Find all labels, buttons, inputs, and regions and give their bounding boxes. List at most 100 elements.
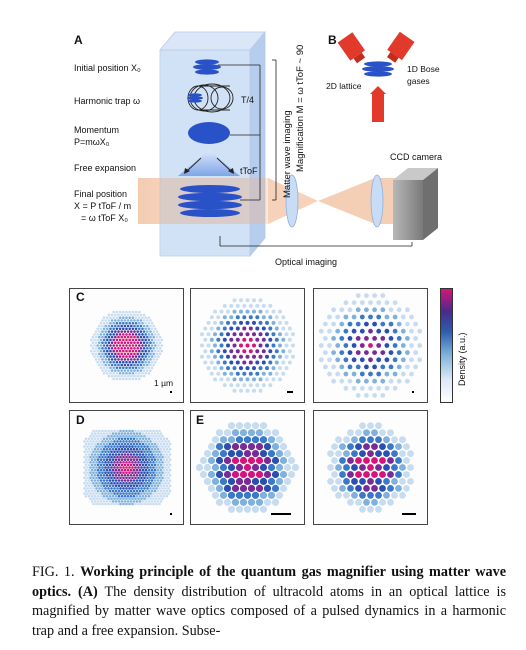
lattice-site [114,352,117,356]
lattice-site [140,502,143,506]
lattice-site [107,335,111,339]
lattice-site [162,484,166,488]
lattice-site [84,474,88,477]
lattice-site [159,489,163,493]
lattice-site [99,344,103,347]
lattice-site [211,491,220,499]
lattice-site [83,471,86,474]
lattice-site [368,385,373,391]
lattice-site [227,505,236,513]
lattice-site [131,455,134,459]
lattice-site [143,440,146,443]
lattice-site [87,458,91,461]
lattice-site [242,383,247,388]
lattice-site [281,371,286,376]
lattice-site [239,443,248,451]
lattice-site [104,324,107,328]
lattice-site [133,341,136,344]
lattice-site [96,442,100,446]
lattice-site [150,474,154,477]
lattice-site [263,470,272,479]
lattice-site [135,463,139,467]
lattice-site [116,445,119,448]
lattice-site [271,498,280,506]
lattice-site [96,437,100,441]
lattice-site [413,336,418,341]
lattice-site [243,422,252,430]
lattice-site [392,371,398,377]
lattice-site [131,502,134,506]
lattice-site [399,478,406,485]
lattice-site [261,326,266,331]
lattice-site [144,447,148,451]
lattice-site [364,364,369,370]
lattice-site [99,458,103,461]
lattice-site [87,442,91,446]
lattice-site [133,374,136,378]
lattice-site [136,313,139,317]
lattice-site [109,338,112,342]
lattice-site [141,349,144,353]
lattice-site [112,316,115,319]
lattice-site [111,463,115,467]
lattice-site [372,293,377,298]
lattice-site [376,328,382,334]
lattice-site [126,432,130,435]
lattice-site [335,314,341,320]
lattice-site [122,471,125,474]
lattice-site [159,442,163,446]
lattice-site [120,341,123,344]
lattice-site [149,492,152,495]
lattice-site [164,445,167,448]
lattice-site [231,443,240,451]
lattice-site [102,437,106,441]
lattice-site [168,447,172,451]
lattice-site [122,355,125,358]
lattice-site [146,319,149,322]
lattice-site [104,319,107,322]
lattice-site [107,455,110,459]
lattice-site [152,492,155,495]
lattice-site [216,349,221,354]
scale-bar [402,513,416,515]
lattice-site [141,453,145,456]
density-image-c3 [313,288,428,403]
lattice-site [222,383,227,388]
lattice-site [96,432,100,435]
laser-beam-icon-left [337,32,366,64]
lattice-site [134,349,138,353]
lattice-site [268,326,273,331]
lattice-site [156,468,160,472]
lattice-site [139,347,143,350]
lattice-site [138,338,141,342]
lattice-site [131,360,135,364]
lattice-site [275,463,284,472]
lattice-site [167,455,170,459]
lattice-site [129,474,133,477]
lattice-site [405,364,410,370]
lattice-site [268,383,273,388]
lattice-site [363,429,370,437]
lattice-site [258,309,263,314]
lattice-site [126,363,130,367]
lattice-site [138,484,142,488]
lattice-site [160,338,163,342]
lattice-site [128,327,131,331]
lattice-site [409,343,414,348]
lattice-site [147,360,151,364]
lattice-site [287,470,296,479]
lattice-site [215,429,224,437]
lattice-site [215,456,224,465]
lattice-site [132,489,136,493]
lattice-site [327,328,332,334]
lattice-site [134,492,137,495]
lattice-site [359,478,366,485]
lattice-site [168,479,172,482]
lattice-site [110,450,113,454]
lattice-site [219,436,228,444]
lattice-site [91,352,95,356]
lattice-site [118,355,122,358]
lattice-site [105,453,109,456]
lattice-site [213,332,217,337]
lattice-site [140,434,143,438]
